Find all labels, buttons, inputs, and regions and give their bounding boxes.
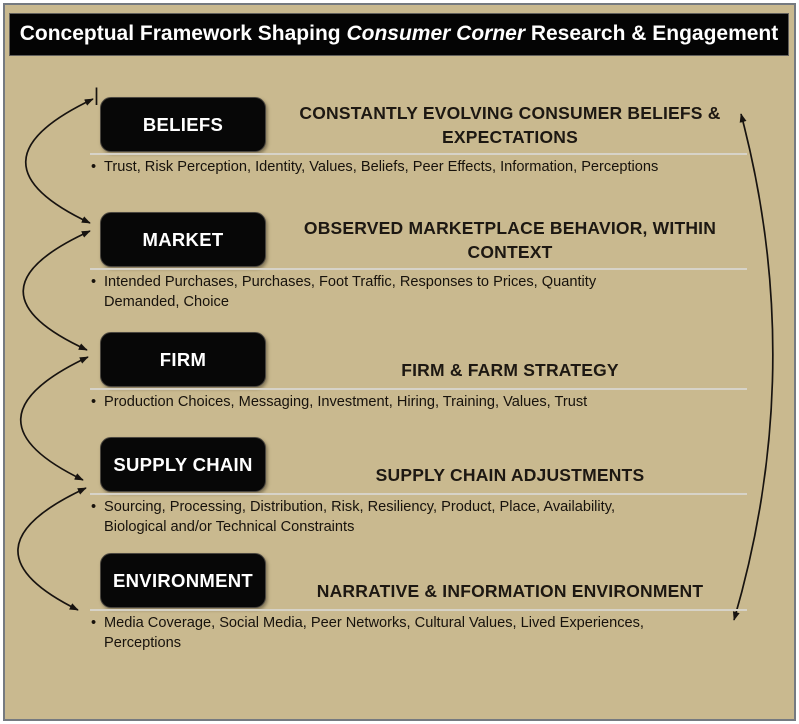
- title-bar: Conceptual Framework Shaping Consumer Co…: [9, 13, 789, 56]
- section-label-box-environment: ENVIRONMENT: [100, 553, 266, 608]
- section-bullet: • Intended Purchases, Purchases, Foot Tra…: [91, 273, 746, 312]
- section-label-box-supply-chain: SUPPLY CHAIN: [100, 437, 266, 492]
- section-beliefs: BELIEFS CONSTANTLY EVOLVING CONSUMER BELI…: [0, 97, 799, 217]
- section-firm: FIRM FIRM & FARM STRATEGY • Production Choi…: [0, 332, 799, 452]
- arc-supply-chain-environment-icon: [17, 487, 87, 611]
- bullet-text: Production Choices, Messaging, Investmen…: [104, 394, 588, 410]
- section-label: FIRM: [159, 348, 207, 370]
- section-divider: [90, 268, 747, 270]
- section-market: MARKET OBSERVED MARKETPLACE BEHAVIOR, WIT…: [0, 212, 799, 332]
- section-bullet: • Trust, Risk Perception, Identity, Value…: [91, 158, 746, 178]
- section-divider: [90, 388, 747, 390]
- section-supply-chain: SUPPLY CHAIN SUPPLY CHAIN ADJUSTMENTS • Sou…: [0, 437, 799, 557]
- section-label: BELIEFS: [142, 113, 224, 135]
- arc-market-firm-icon: [22, 230, 91, 351]
- section-heading: FIRM & FARM STRATEGY: [401, 360, 619, 380]
- section-label-box-firm: FIRM: [100, 332, 266, 387]
- section-divider: [90, 153, 747, 155]
- section-heading: CONSTANTLY EVOLVING CONSUMER BELIEFS & E…: [299, 102, 721, 147]
- section-divider: [90, 609, 747, 611]
- section-environment: ENVIRONMENT NARRATIVE & INFORMATION ENVIR…: [0, 553, 799, 673]
- section-label: MARKET: [142, 228, 224, 250]
- section-bullet: • Production Choices, Messaging, Investme…: [91, 393, 746, 413]
- section-heading: OBSERVED MARKETPLACE BEHAVIOR, WITHIN CO…: [303, 217, 717, 262]
- section-label-box-market: MARKET: [100, 212, 266, 267]
- section-label: ENVIRONMENT: [113, 569, 253, 591]
- bullet-text: Trust, Risk Perception, Identity, Values…: [104, 159, 659, 175]
- title-italic-phrase: Consumer Corner: [346, 22, 525, 45]
- bullet-text: Sourcing, Processing, Distribution, Risk…: [104, 499, 615, 535]
- section-label: SUPPLY CHAIN: [113, 453, 253, 475]
- bullet-dot: •: [91, 615, 97, 631]
- title-prefix: Conceptual Framework Shaping: [19, 22, 347, 45]
- arc-firm-supply-chain-icon: [19, 356, 89, 481]
- section-bullet: • Sourcing, Processing, Distribution, Ris…: [91, 498, 746, 537]
- section-label-box-beliefs: BELIEFS: [100, 97, 266, 152]
- section-bullet: • Media Coverage, Social Media, Peer Netw…: [91, 614, 746, 653]
- bullet-text: Intended Purchases, Purchases, Foot Traf…: [104, 274, 597, 310]
- bullet-dot: •: [91, 394, 97, 410]
- arc-beliefs-market-icon: [24, 98, 94, 224]
- bullet-dot: •: [91, 499, 97, 515]
- bullet-dot: •: [91, 159, 97, 175]
- section-heading: NARRATIVE & INFORMATION ENVIRONMENT: [316, 581, 704, 601]
- section-divider: [90, 493, 747, 495]
- arc-environment-beliefs-feedback-icon: [732, 113, 774, 621]
- section-heading: SUPPLY CHAIN ADJUSTMENTS: [375, 465, 645, 485]
- title-suffix: Research & Engagement: [525, 22, 779, 45]
- bullet-dot: •: [91, 274, 97, 290]
- bullet-text: Media Coverage, Social Media, Peer Netwo…: [104, 615, 644, 651]
